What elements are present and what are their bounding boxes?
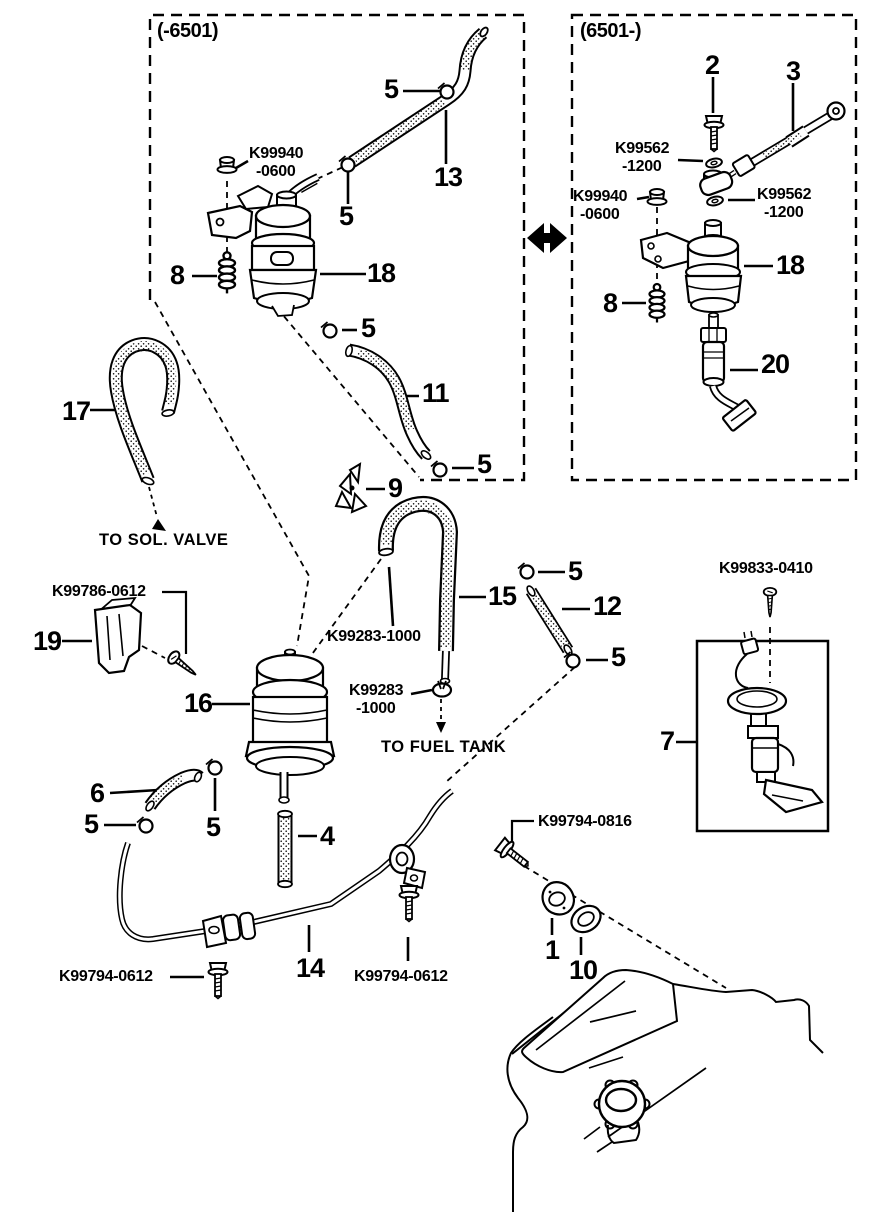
early-panel-title: (-6501) <box>157 20 218 42</box>
part-number-line: K99283 <box>349 682 404 699</box>
oil-cap-drawing <box>583 1079 651 1153</box>
early-panel-box <box>148 13 526 482</box>
callout-13: 13 <box>434 162 463 192</box>
washer-k99562-lower <box>705 194 725 208</box>
callout-3: 3 <box>786 56 801 86</box>
callout-6: 6 <box>90 778 105 808</box>
clip-9-drawing <box>334 462 368 514</box>
callout-14: 14 <box>296 953 325 983</box>
part-number-line: -1200 <box>622 158 662 175</box>
callout-5-c: 5 <box>361 313 376 343</box>
to-sol-valve-arrow <box>148 486 166 531</box>
callout-18-early: 18 <box>367 258 396 288</box>
clamp-5-d <box>429 459 448 478</box>
part-number-k99940-0600-late: K99940 -0600 <box>573 188 628 224</box>
bracket-19-drawing <box>93 596 143 675</box>
hose-12-drawing <box>525 585 574 656</box>
leader-lines <box>62 77 795 979</box>
part-number-k99562-1200-lower: K99562 -1200 <box>757 186 812 222</box>
part-number-k99940-0600-early: K99940 -0600 <box>249 145 304 181</box>
bolt-k99794-0612-right-drawing <box>398 885 420 923</box>
clamp-5-h <box>204 757 223 776</box>
gasket-10-drawing <box>570 904 602 934</box>
spring-8-late <box>648 282 666 324</box>
callout-5-b: 5 <box>339 201 354 231</box>
screw-k99786-drawing <box>164 648 202 682</box>
part-number-k99562-1200-upper: K99562 -1200 <box>615 140 670 176</box>
callout-11: 11 <box>422 378 450 408</box>
callout-5-f: 5 <box>611 642 626 672</box>
clamp-5-e <box>516 561 535 580</box>
hose-4-drawing <box>277 809 293 889</box>
part-number-line: K99940 <box>249 145 304 162</box>
callout-12: 12 <box>593 591 622 621</box>
engine-outline-drawing <box>506 968 824 1212</box>
callout-2: 2 <box>705 50 720 80</box>
fuel-filter-16-drawing <box>244 648 336 804</box>
nut-k99940-early <box>216 156 238 174</box>
callout-16: 16 <box>184 688 213 718</box>
clamp-5-g <box>135 815 154 834</box>
callout-1: 1 <box>545 935 560 965</box>
part-number-k99794-0612-left: K99794-0612 <box>59 968 153 985</box>
late-panel-box <box>570 13 858 482</box>
part-number-line: K99940 <box>573 188 628 205</box>
late-panel-title: (6501-) <box>580 20 641 42</box>
hose-15-drawing <box>377 495 459 685</box>
hose-6-drawing <box>144 768 204 812</box>
callout-5-a: 5 <box>384 74 399 104</box>
nut-k99940-late <box>646 188 668 206</box>
bolt-2-drawing <box>703 115 725 153</box>
to-fuel-tank-arrow <box>436 699 446 733</box>
callout-10: 10 <box>569 955 598 985</box>
part-number-k99283-1000-lower: K99283 -1000 <box>349 682 404 718</box>
fuel-filter-18-late-drawing <box>639 219 743 313</box>
part-number-line: K99562 <box>757 186 812 203</box>
hose-11-drawing <box>344 343 432 461</box>
to-fuel-tank-annotation: TO FUEL TANK <box>381 738 507 756</box>
callout-7: 7 <box>660 726 675 756</box>
part-number-k99833-0410: K99833-0410 <box>719 560 813 577</box>
callout-20: 20 <box>761 349 790 379</box>
hose-17-drawing <box>108 337 181 486</box>
part-number-line: -1000 <box>356 700 396 717</box>
part-number-line: -0600 <box>256 163 296 180</box>
part-number-line: -0600 <box>580 206 620 223</box>
callout-5-e: 5 <box>568 556 583 586</box>
part-number-line: K99562 <box>615 140 670 157</box>
part-number-k99794-0816: K99794-0816 <box>538 813 632 830</box>
part-number-k99283-1000-upper: K99283-1000 <box>327 628 421 645</box>
spring-8-early <box>217 251 237 295</box>
callout-4: 4 <box>320 821 335 851</box>
clamp-5-c <box>319 320 338 339</box>
callout-5-d: 5 <box>477 449 492 479</box>
fuel-pump-7-drawing <box>726 586 824 814</box>
callout-8-early: 8 <box>170 260 185 290</box>
callout-15: 15 <box>488 581 517 611</box>
callout-9: 9 <box>388 473 403 503</box>
callout-8-late: 8 <box>603 288 618 318</box>
gasket-1-drawing <box>541 881 575 916</box>
association-dashed-lines <box>141 166 771 989</box>
part-number-k99794-0612-right: K99794-0612 <box>354 968 448 985</box>
callout-5-g: 5 <box>84 809 99 839</box>
callout-18-late: 18 <box>776 250 805 280</box>
fuel-filter-18-early-drawing <box>206 173 320 317</box>
callout-17: 17 <box>62 396 91 426</box>
callout-5-h: 5 <box>206 812 221 842</box>
bolt-k99794-0612-left-drawing <box>207 962 229 1000</box>
part-number-line: -1200 <box>764 204 804 221</box>
part-number-k99786-0612: K99786-0612 <box>52 583 146 600</box>
part7-box <box>695 639 830 833</box>
washer-k99562-upper <box>704 156 724 170</box>
fuel-pipe-14-drawing <box>116 788 454 949</box>
clamp-5-f <box>562 650 581 669</box>
callout-19: 19 <box>33 626 62 656</box>
hose-3-drawing <box>724 101 846 181</box>
compare-arrow-icon <box>527 223 567 253</box>
sensor-20-drawing <box>700 312 757 432</box>
to-sol-valve-annotation: TO SOL. VALVE <box>99 531 229 549</box>
elbow-fitting-drawing <box>699 169 734 197</box>
